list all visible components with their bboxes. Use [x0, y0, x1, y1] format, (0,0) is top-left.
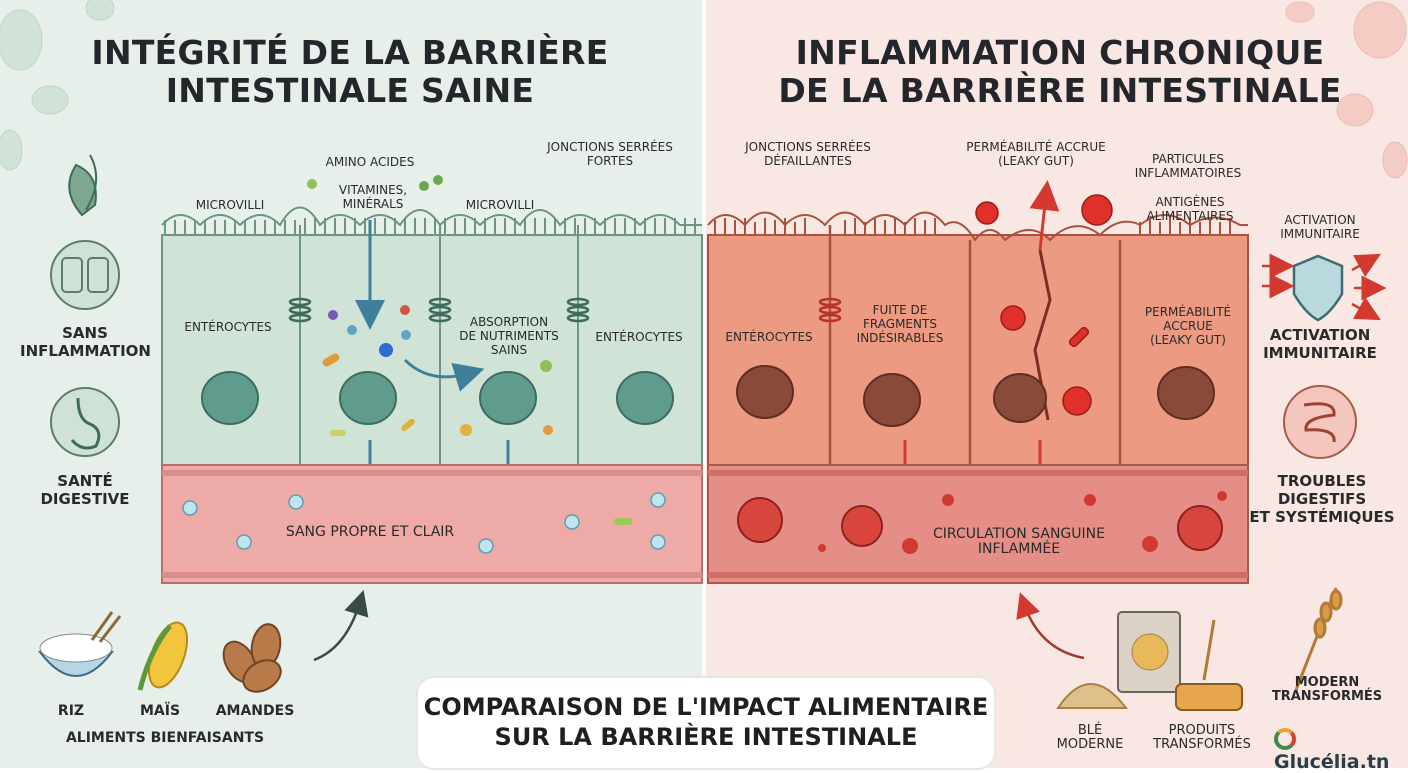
package-icon	[1117, 611, 1181, 693]
label-vitamins: VITAMINES, MINÉRALS	[338, 183, 408, 211]
inflamed-title-line1: INFLAMMATION CHRONIQUE	[795, 33, 1325, 72]
label-processed-products: PRODUITS TRANSFORMÉS	[1153, 723, 1251, 752]
label-strong-tight-junctions: JONCTIONS SERRÉES FORTES	[547, 140, 673, 168]
healthy-title-line2: INTESTINALE SAINE	[165, 71, 535, 110]
label-permeability-cell: PERMÉABILITÉ ACCRUE (LEAKY GUT)	[1144, 305, 1232, 347]
label-corn: MAÏS	[139, 703, 181, 719]
food-arrow-right	[1016, 592, 1085, 660]
label-immune-activation: ACTIVATION IMMUNITAIRE	[1263, 326, 1377, 362]
inflamed-blood-vessel	[707, 464, 1249, 584]
shield-icon	[1262, 253, 1387, 322]
inflamed-epithelium	[707, 180, 1249, 520]
label-disorders: TROUBLES DIGESTIFS ET SYSTÉMIQUES	[1249, 472, 1395, 526]
label-food-antigens: ANTIGÈNES ALIMENTAIRES	[1146, 195, 1234, 223]
label-almonds: AMANDES	[215, 703, 295, 719]
label-fragment-leak: FUITE DE FRAGMENTS INDÉSIRABLES	[856, 303, 944, 345]
healthy-blood-vessel	[161, 464, 703, 584]
label-amino-acids: AMINO ACIDES	[325, 155, 415, 169]
brand-name: Glucélia.tn	[1274, 751, 1390, 773]
label-failing-tight-junctions: JONCTIONS SERRÉES DÉFAILLANTES	[745, 140, 871, 168]
brand-logo: Glucélia.tn	[1274, 728, 1408, 773]
stomach-icon	[50, 387, 120, 457]
label-modern-processed: MODERN TRANSFORMÉS	[1271, 675, 1383, 704]
label-enterocytes-inflamed: ENTÉROCYTES	[725, 330, 813, 344]
label-no-inflammation: SANS INFLAMMATION	[20, 324, 151, 360]
corn-icon	[137, 621, 189, 691]
inflamed-title: INFLAMMATION CHRONIQUE DE LA BARRIÈRE IN…	[740, 34, 1380, 110]
label-modern-wheat: BLÉ MODERNE	[1056, 723, 1124, 752]
label-microvilli-1: MICROVILLI	[195, 198, 265, 212]
panel-divider	[702, 0, 706, 768]
healthy-title-line1: INTÉGRITÉ DE LA BARRIÈRE	[91, 33, 609, 72]
label-microvilli-2: MICROVILLI	[465, 198, 535, 212]
label-clean-blood: SANG PROPRE ET CLAIR	[285, 524, 455, 540]
bread-icon	[1175, 683, 1243, 711]
rice-bowl-icon	[37, 611, 122, 677]
healthy-title: INTÉGRITÉ DE LA BARRIÈRE INTESTINALE SAI…	[40, 34, 660, 110]
label-inflamed-blood: CIRCULATION SANGUINE INFLAMMÉE	[933, 526, 1105, 557]
wheat-icon	[1202, 587, 1343, 691]
wheat-flour-icon	[1056, 683, 1129, 709]
leaf-icon	[68, 154, 97, 217]
label-immune-activation-small: ACTIVATION IMMUNITAIRE	[1280, 213, 1360, 241]
left-corner-microbes	[0, 0, 115, 171]
brand-logo-icon	[1274, 728, 1296, 750]
label-absorption: ABSORPTION DE NUTRIMENTS SAINS	[459, 315, 559, 357]
label-inflammatory-particles: PARTICULES INFLAMMATOIRES	[1134, 152, 1242, 180]
right-corner-microbes	[1285, 1, 1408, 179]
comparison-caption-box: COMPARAISON DE L'IMPACT ALIMENTAIRE SUR …	[416, 676, 996, 770]
label-enterocytes-1: ENTÉROCYTES	[184, 320, 272, 334]
food-arrow-left	[313, 590, 369, 662]
healthy-epithelium	[161, 175, 703, 530]
label-permeability-top: PERMÉABILITÉ ACCRUE (LEAKY GUT)	[966, 140, 1106, 168]
label-beneficial-foods: ALIMENTS BIENFAISANTS	[65, 730, 265, 746]
villi-icon	[50, 240, 120, 310]
label-rice: RIZ	[57, 703, 85, 719]
label-digestive-health: SANTÉ DIGESTIVE	[40, 472, 130, 508]
almonds-icon	[222, 623, 282, 693]
inflamed-title-line2: DE LA BARRIÈRE INTESTINALE	[778, 71, 1342, 110]
gut-icon	[1283, 385, 1357, 459]
comparison-caption: COMPARAISON DE L'IMPACT ALIMENTAIRE SUR …	[423, 693, 989, 751]
label-enterocytes-2: ENTÉROCYTES	[595, 330, 683, 344]
